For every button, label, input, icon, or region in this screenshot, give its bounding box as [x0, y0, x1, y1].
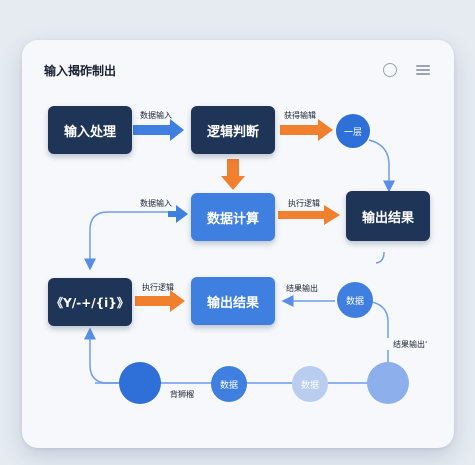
- arrow-into-compute: [168, 205, 188, 223]
- data-node-light[interactable]: 数据: [292, 366, 328, 402]
- data-compute-box[interactable]: 数据计算: [191, 193, 275, 241]
- connector-hook-right: [375, 251, 385, 264]
- circle-icon[interactable]: [383, 63, 397, 77]
- menu-icon[interactable]: [416, 65, 430, 75]
- solid-node-bottom-left[interactable]: [119, 362, 161, 404]
- light-node-bottom-right[interactable]: [367, 362, 409, 404]
- edge-label-result-output-side: 结果输出': [393, 340, 428, 349]
- edge-label-data-input-top: 数据输入: [140, 111, 172, 120]
- edge-label-exec-logic-mid: 执行逻辑: [288, 199, 320, 208]
- connector-right-side: [371, 301, 389, 366]
- edge-label-result-output: 结果输出: [286, 284, 318, 293]
- edge-label-exec-logic-bottom: 执行逻辑: [142, 283, 174, 292]
- connector-bottom-loop: [84, 327, 119, 384]
- connector-loop-to-code: [84, 211, 176, 271]
- code-box[interactable]: 《Y/-+/{i}》: [48, 278, 132, 326]
- output-result-box-right[interactable]: 输出结果: [346, 191, 430, 241]
- output-result-box-mid[interactable]: 输出结果: [191, 277, 275, 325]
- bottom-caption: 背狮榴: [170, 390, 194, 399]
- page-title: 输入揭砟制出: [44, 64, 117, 78]
- data-node-right[interactable]: 数据: [337, 282, 373, 318]
- arrow-compute-to-output: [278, 205, 340, 225]
- arrow-logic-to-compute: [221, 159, 245, 190]
- edge-label-data-input-mid: 数据输入: [140, 199, 172, 208]
- one-layer-node[interactable]: 一层: [336, 114, 370, 148]
- logic-judge-box[interactable]: 逻辑判断: [191, 106, 275, 154]
- arrow-input-to-logic: [133, 119, 184, 141]
- data-node-bottom[interactable]: 数据: [211, 366, 247, 402]
- connector-one-layer-to-output: [368, 139, 395, 193]
- input-process-box[interactable]: 输入处理: [48, 106, 132, 154]
- edge-label-get-logic: 获得输辑: [284, 111, 316, 120]
- arrow-logic-to-layer: [280, 119, 333, 141]
- arrow-code-to-output: [135, 290, 185, 312]
